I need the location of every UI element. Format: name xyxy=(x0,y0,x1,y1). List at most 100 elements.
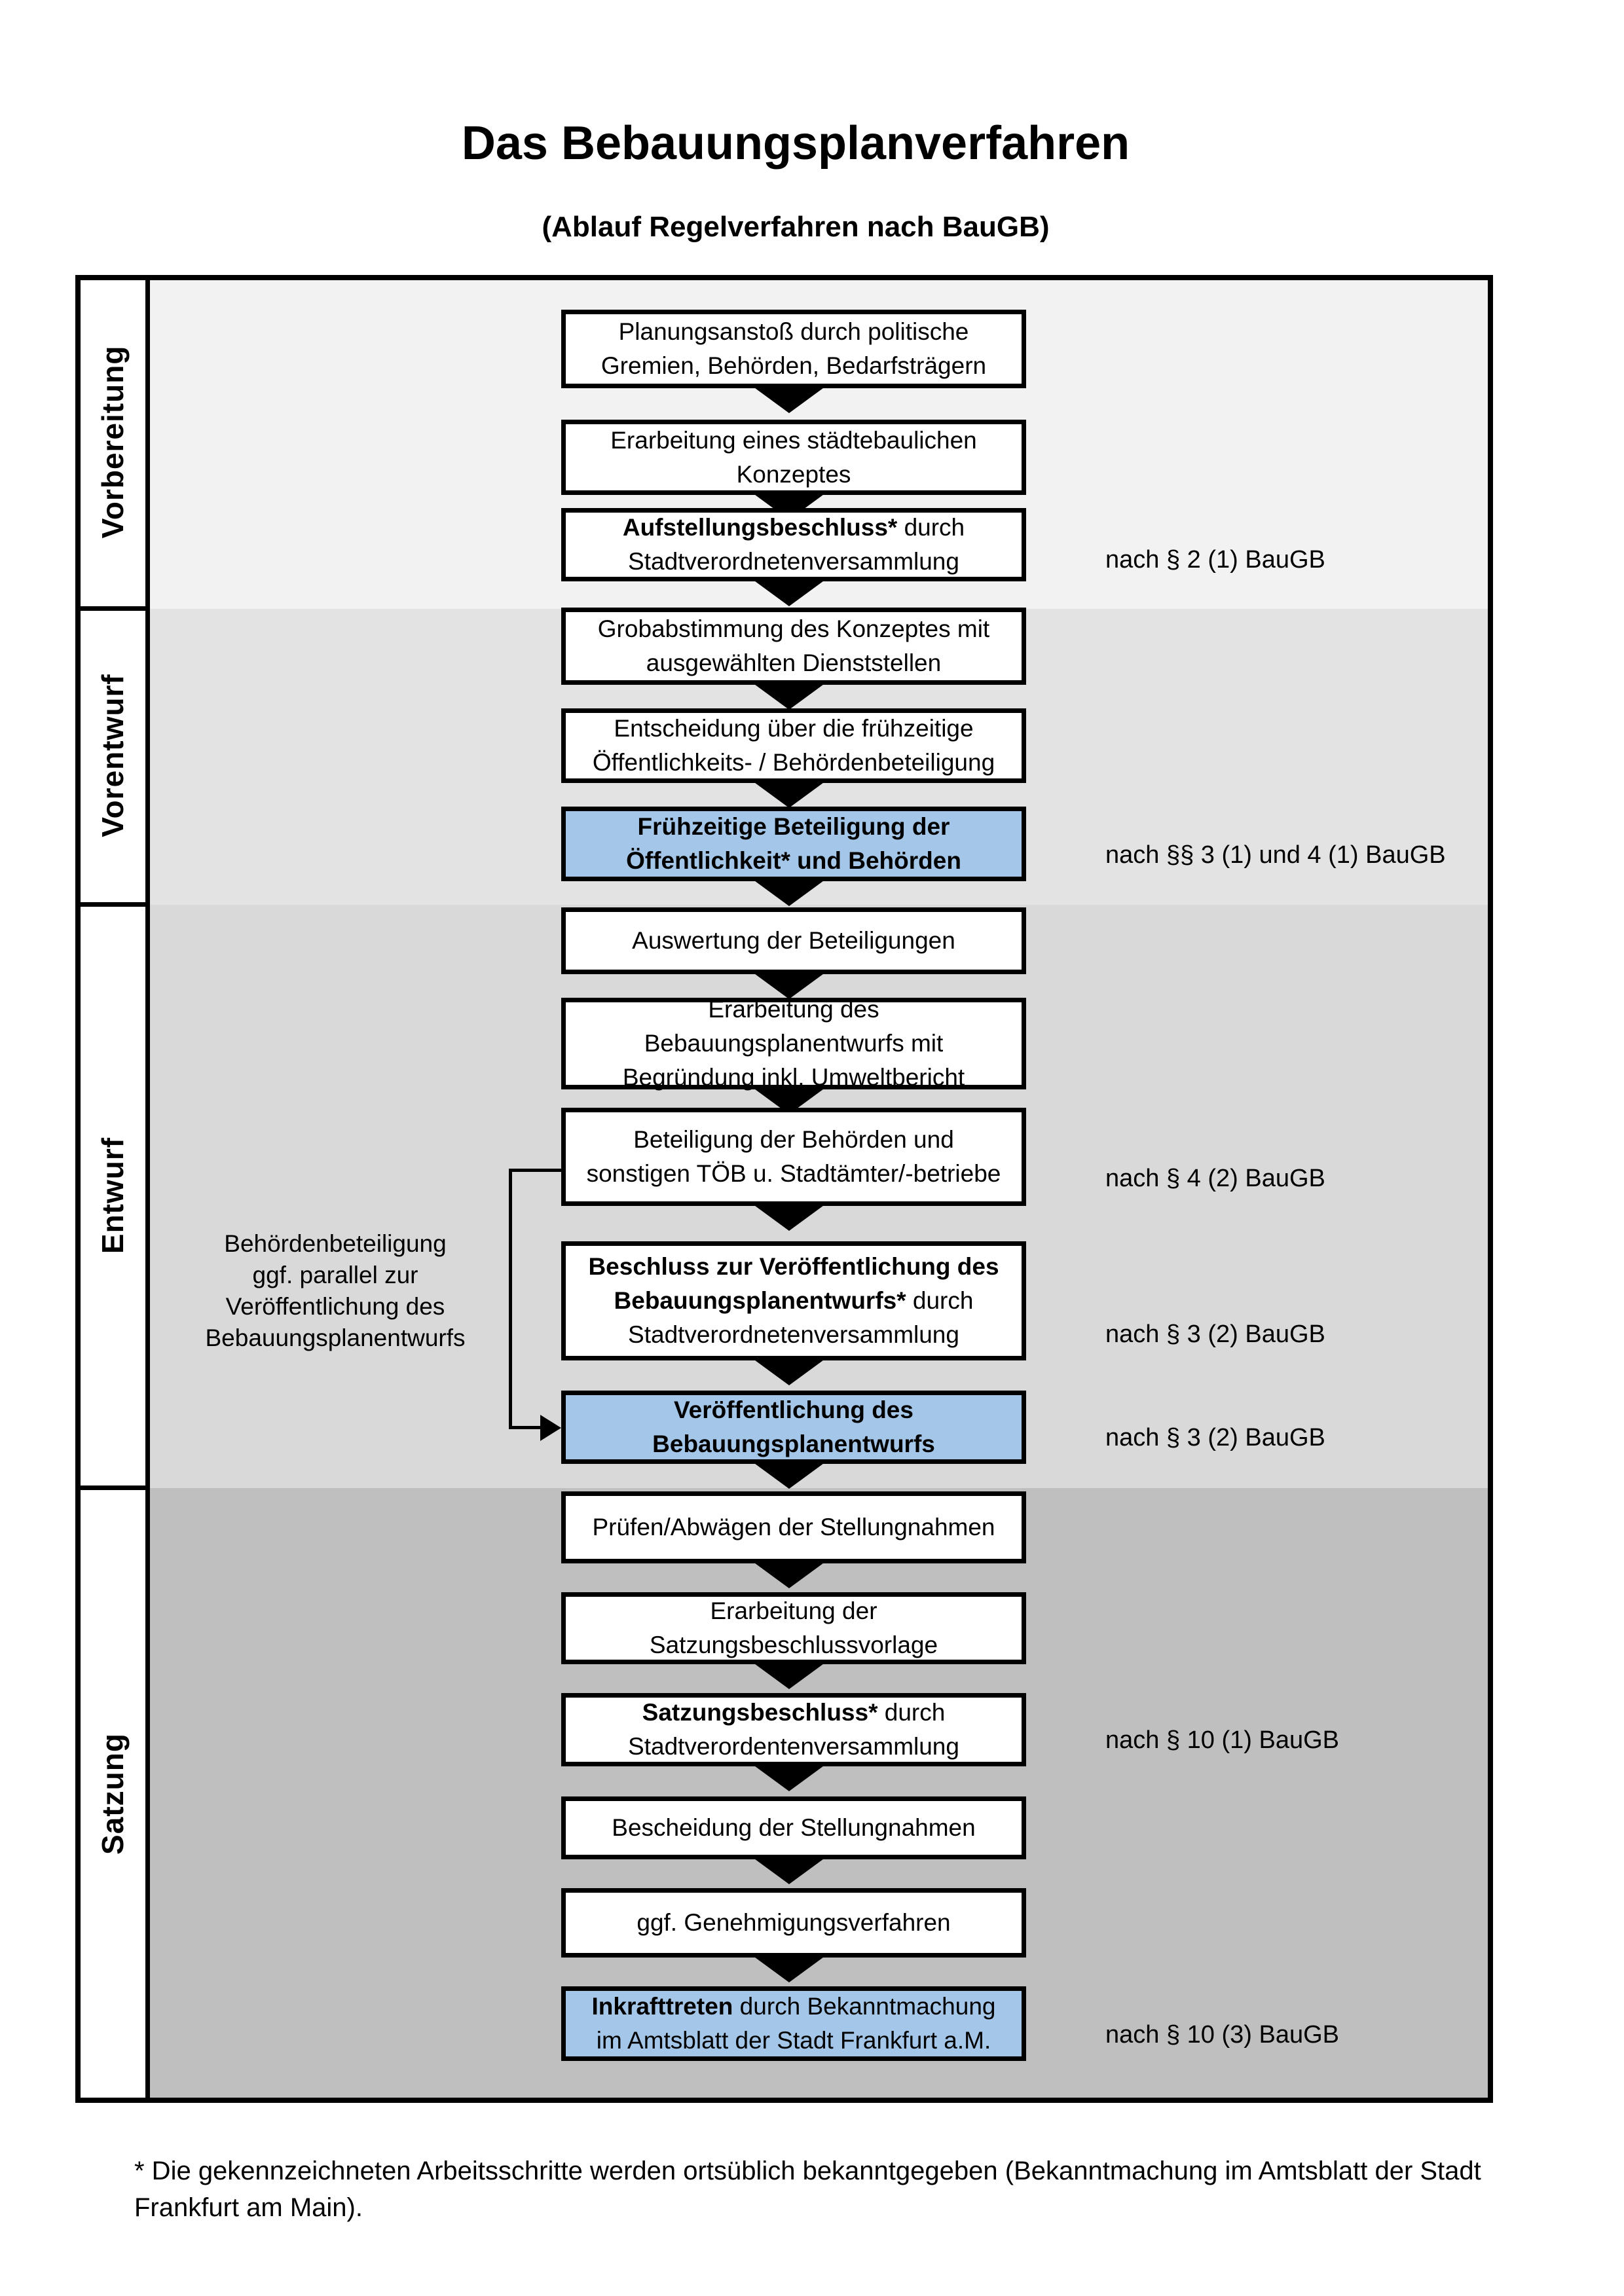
step-grobabstimmung: Grobabstimmung des Konzeptes mit ausgewä… xyxy=(561,608,1026,685)
footnote-line: * Die gekennzeichneten Arbeitsschritte w… xyxy=(134,2157,1481,2185)
box-text-line: Beschluss zur Veröffentlichung des xyxy=(588,1253,999,1280)
step-veroeffentlichungsbeschluss: Beschluss zur Veröffentlichung des Bebau… xyxy=(561,1241,1026,1360)
footnote: * Die gekennzeichneten Arbeitsschritte w… xyxy=(134,2153,1522,2226)
side-note-line: ggf. parallel zur xyxy=(252,1262,418,1288)
bracket-bottom-line xyxy=(509,1426,542,1429)
step-behoerdenbeteiligung: Beteiligung der Behörden und sonstigen T… xyxy=(561,1108,1026,1206)
page-subtitle: (Ablauf Regelverfahren nach BauGB) xyxy=(542,211,1050,243)
box-text-line: Stadtverordentenversammlung xyxy=(628,1733,959,1760)
flow-arrow-down-icon xyxy=(750,1202,828,1231)
side-note-line: Bebauungsplanentwurfs xyxy=(205,1324,466,1351)
step-genehmigungsverfahren: ggf. Genehmigungsverfahren xyxy=(561,1888,1026,1958)
box-text-line: Auswertung der Beteiligungen xyxy=(632,927,955,954)
step-veroeffentlichung-entwurf: Veröffentlichung des Bebauungsplanentwur… xyxy=(561,1391,1026,1464)
box-text-line: sonstigen TÖB u. Stadtämter/-betriebe xyxy=(586,1160,1001,1187)
law-reference: nach § 2 (1) BauGB xyxy=(1105,546,1325,574)
law-reference: nach §§ 3 (1) und 4 (1) BauGB xyxy=(1105,841,1446,869)
label-column-divider xyxy=(145,275,150,2103)
box-text-line: Entscheidung über die frühzeitige xyxy=(614,715,974,742)
box-text-line: Prüfen/Abwägen der Stellungnahmen xyxy=(592,1514,995,1540)
text-segment-bold: Inkrafttreten xyxy=(591,1993,733,2020)
bracket-vertical-line xyxy=(509,1169,512,1429)
step-fruehzeitige-beteiligung: Frühzeitige Beteiligung der Öffentlichke… xyxy=(561,807,1026,881)
bracket-top-line xyxy=(509,1169,561,1172)
flow-arrow-down-icon xyxy=(750,970,828,999)
flow-arrow-down-icon xyxy=(750,384,828,413)
step-auswertung: Auswertung der Beteiligungen xyxy=(561,907,1026,974)
flow-arrow-down-icon xyxy=(750,1460,828,1489)
step-satzungsbeschlussvorlage: Erarbeitung der Satzungsbeschlussvorlage xyxy=(561,1592,1026,1664)
box-text-line: Öffentlichkeits- / Behördenbeteiligung xyxy=(592,749,995,776)
box-text-line: Erarbeitung des xyxy=(708,996,879,1023)
flow-arrow-down-icon xyxy=(750,877,828,906)
flow-arrow-down-icon xyxy=(750,1954,828,1982)
side-note-parallel-beteiligung: Behördenbeteiligung ggf. parallel zur Ve… xyxy=(191,1228,479,1354)
box-text-line: Bebauungsplanentwurfs* durch xyxy=(614,1284,974,1318)
box-text-line: Planungsanstoß durch politische xyxy=(618,318,969,345)
phase-divider-3 xyxy=(81,1485,150,1490)
box-text-line: Veröffentlichung des xyxy=(674,1396,913,1423)
flow-arrow-down-icon xyxy=(750,1762,828,1791)
box-text-line: ggf. Genehmigungsverfahren xyxy=(637,1909,951,1936)
side-note-line: Veröffentlichung des xyxy=(225,1293,445,1320)
diagram-frame xyxy=(75,275,1493,2103)
step-konzept-erarbeitung: Erarbeitung eines städtebaulichen Konzep… xyxy=(561,420,1026,495)
step-bescheidung: Bescheidung der Stellungnahmen xyxy=(561,1796,1026,1859)
text-segment: durch xyxy=(897,514,965,541)
box-text-line: Satzungsbeschluss* durch xyxy=(642,1696,946,1730)
flow-arrow-down-icon xyxy=(750,577,828,606)
law-reference: nach § 3 (2) BauGB xyxy=(1105,1424,1325,1451)
phase-divider-1 xyxy=(81,606,150,611)
box-text-line: Frühzeitige Beteiligung der xyxy=(637,813,950,840)
law-reference: nach § 10 (1) BauGB xyxy=(1105,1726,1339,1754)
step-inkrafttreten: Inkrafttreten durch Bekanntmachung im Am… xyxy=(561,1986,1026,2061)
text-segment-bold: Bebauungsplanentwurfs* xyxy=(614,1287,906,1314)
side-note-line: Behördenbeteiligung xyxy=(224,1230,447,1257)
box-text-line: Konzeptes xyxy=(736,460,851,488)
box-text-line: Erarbeitung der xyxy=(710,1597,877,1624)
step-entwurf-erarbeitung: Erarbeitung des Bebauungsplanentwurfs mi… xyxy=(561,996,1026,1091)
law-reference: nach § 10 (3) BauGB xyxy=(1105,2021,1339,2049)
box-text-line: Satzungsbeschlussvorlage xyxy=(649,1631,938,1658)
step-entscheidung-beteiligung: Entscheidung über die frühzeitige Öffent… xyxy=(561,708,1026,783)
step-satzungsbeschluss: Satzungsbeschluss* durch Stadtverordente… xyxy=(561,1693,1026,1766)
bracket-arrow-right-icon xyxy=(540,1415,561,1441)
text-segment-bold: Satzungsbeschluss* xyxy=(642,1699,878,1726)
text-segment: durch Bekanntmachung xyxy=(733,1993,996,2020)
box-text-line: Bebauungsplanentwurfs xyxy=(652,1430,935,1457)
text-segment-bold: Aufstellungsbeschluss* xyxy=(622,514,898,541)
text-segment: durch xyxy=(877,1699,946,1726)
step-planungsanstoss: Planungsanstoß durch politische Gremien,… xyxy=(561,310,1026,388)
flow-arrow-down-icon xyxy=(750,1855,828,1884)
box-text-line: Erarbeitung eines städtebaulichen xyxy=(610,426,977,454)
step-aufstellungsbeschluss: Aufstellungsbeschluss* durch Stadtverord… xyxy=(561,508,1026,581)
box-text-line: Stadtverordnetenversammlung xyxy=(628,1321,959,1348)
phase-divider-2 xyxy=(81,902,150,907)
box-text-line: Beteiligung der Behörden und xyxy=(633,1126,954,1153)
page-title: Das Bebauungsplanverfahren xyxy=(461,117,1130,170)
phase-label-vorentwurf: Vorentwurf xyxy=(96,674,130,837)
phase-label-entwurf: Entwurf xyxy=(96,1137,130,1254)
flow-arrow-down-icon xyxy=(750,779,828,808)
law-reference: nach § 3 (2) BauGB xyxy=(1105,1321,1325,1348)
box-text-line: Grobabstimmung des Konzeptes mit xyxy=(597,615,990,642)
box-text-line: im Amtsblatt der Stadt Frankfurt a.M. xyxy=(596,2027,991,2054)
phase-label-satzung: Satzung xyxy=(96,1733,130,1855)
text-segment: durch xyxy=(906,1287,974,1314)
phase-label-vorbereitung: Vorbereitung xyxy=(96,345,130,539)
box-text-line: Gremien, Behörden, Bedarfsträgern xyxy=(600,352,987,379)
box-text-line: Bescheidung der Stellungnahmen xyxy=(612,1814,976,1841)
flow-arrow-down-icon xyxy=(750,681,828,710)
box-text-line: ausgewählten Dienststellen xyxy=(646,649,942,676)
flow-arrow-down-icon xyxy=(750,1357,828,1385)
step-pruefen-abwaegen: Prüfen/Abwägen der Stellungnahmen xyxy=(561,1491,1026,1563)
flow-arrow-down-icon xyxy=(750,1559,828,1588)
box-text-line: Inkrafttreten durch Bekanntmachung xyxy=(592,1990,996,2024)
box-text-line: Stadtverordnetenversammlung xyxy=(628,548,959,575)
box-text-line: Aufstellungsbeschluss* durch xyxy=(623,511,965,545)
footnote-line: Frankfurt am Main). xyxy=(134,2193,363,2222)
law-reference: nach § 4 (2) BauGB xyxy=(1105,1165,1325,1192)
box-text-line: Öffentlichkeit* und Behörden xyxy=(626,847,961,874)
box-text-line: Bebauungsplanentwurfs mit xyxy=(644,1030,944,1057)
